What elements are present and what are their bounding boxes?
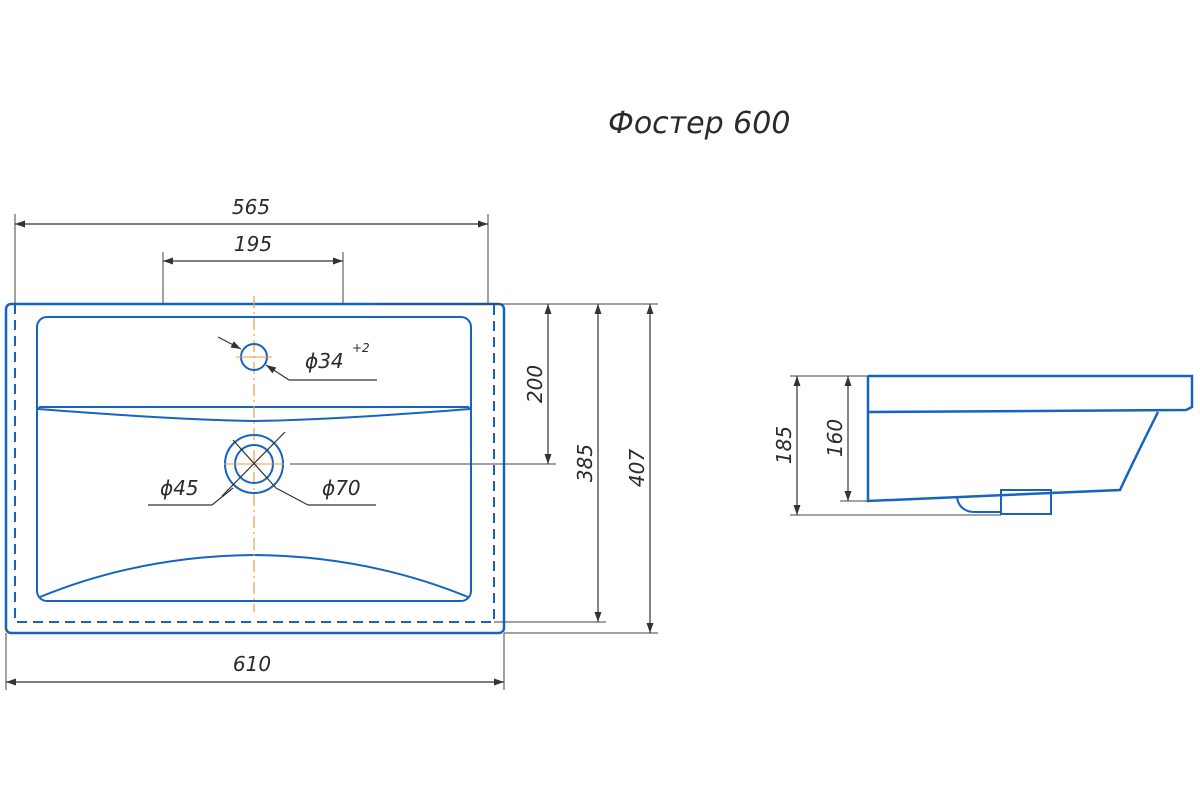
drawing-title: Фостер 600 bbox=[608, 106, 790, 141]
drain-inner-leader bbox=[232, 439, 277, 489]
side-drain-bump bbox=[956, 497, 1000, 513]
tap-hole-tolerance-label: +2 bbox=[352, 341, 370, 355]
dim-407-label: 407 bbox=[625, 449, 649, 487]
tap-leader-in bbox=[217, 336, 242, 350]
side-drain-pipe bbox=[1000, 489, 1052, 515]
deck-edge-curve bbox=[37, 406, 473, 423]
drain-outer-diameter-label: ϕ70 bbox=[322, 476, 361, 500]
dim-610-label: 610 bbox=[233, 652, 271, 676]
tap-hole-diameter-label: ϕ34 bbox=[305, 349, 344, 373]
dim-185-label: 185 bbox=[772, 426, 796, 464]
side-basin-body bbox=[866, 376, 1160, 503]
dim-565-label: 565 bbox=[232, 195, 270, 219]
dim-160-label: 160 bbox=[823, 419, 847, 457]
side-top-slab bbox=[867, 374, 1194, 414]
side-view: 185 160 bbox=[772, 374, 1194, 516]
dim-200-label: 200 bbox=[523, 365, 547, 403]
dim-385-label: 385 bbox=[573, 444, 597, 482]
top-view: 565 195 610 200 385 407 ϕ34 +2 bbox=[4, 195, 658, 690]
drain-outer-leader bbox=[221, 431, 286, 497]
basin-inner-bowl bbox=[36, 316, 472, 602]
drain-inner-diameter-label: ϕ45 bbox=[160, 476, 199, 500]
drain-inner-leader-tail bbox=[211, 487, 234, 506]
drain-outer-leader-tail bbox=[275, 487, 309, 506]
dim-195-label: 195 bbox=[234, 232, 272, 256]
tap-leader-out bbox=[265, 364, 290, 381]
